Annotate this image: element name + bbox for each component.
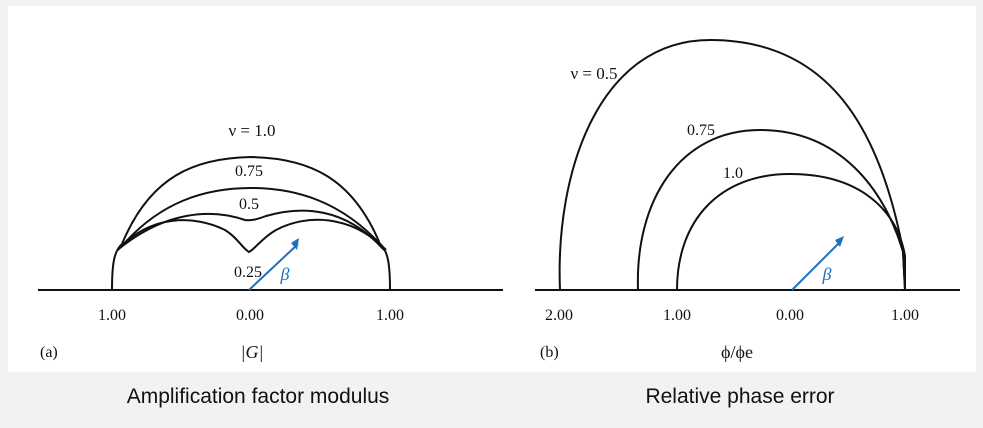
panel-b-curve-v1 xyxy=(676,172,906,291)
panel-a-curve-v075 xyxy=(121,186,383,247)
panel-b: ν = 0.5 0.75 1.0 β 2.00 1.00 0.00 1.00 (… xyxy=(535,38,960,362)
panel-a-label-v025: 0.25 xyxy=(234,264,262,281)
panel-a-beta-arrow xyxy=(248,243,299,291)
panel-b-label-v05: ν = 0.5 xyxy=(570,64,617,83)
panel-b-beta-arrowhead xyxy=(835,236,844,247)
panel-b-curve-v075 xyxy=(636,128,906,291)
panel-a-tag: (a) xyxy=(40,344,58,361)
panel-b-beta-symbol: β xyxy=(822,264,832,284)
panel-a-beta-symbol: β xyxy=(280,264,290,284)
caption-panel-b: Relative phase error xyxy=(645,385,834,408)
panel-a-label-v075: 0.75 xyxy=(235,163,263,180)
panel-a-tick-right: 1.00 xyxy=(376,307,404,324)
panel-b-tag: (b) xyxy=(540,344,559,361)
panel-a-axis-label: |G| xyxy=(241,342,264,362)
caption-panel-a: Amplification factor modulus xyxy=(127,385,390,408)
panel-a-curve-v05 xyxy=(119,209,385,251)
panel-a-label-v05: 0.5 xyxy=(239,196,259,213)
panel-b-curve-v05 xyxy=(558,38,906,291)
plot-area xyxy=(8,6,976,372)
panel-a-curve-v025 xyxy=(117,218,387,254)
panel-a-beta-arrowhead xyxy=(291,238,299,250)
panel-b-tick-1: 1.00 xyxy=(663,307,691,324)
panel-b-axis-label: ϕ/ϕe xyxy=(721,342,753,362)
panel-b-tick-2: 2.00 xyxy=(545,307,573,324)
panel-a: ν = 1.0 0.75 0.5 0.25 β 1.00 0.00 1.00 (… xyxy=(38,121,503,362)
panel-a-tick-left: 1.00 xyxy=(98,307,126,324)
panel-b-tick-0: 0.00 xyxy=(776,307,804,324)
panel-b-beta-arrow xyxy=(791,241,841,291)
panel-a-tick-center: 0.00 xyxy=(236,307,264,324)
panel-b-label-v075: 0.75 xyxy=(687,122,715,139)
panel-b-label-v1: 1.0 xyxy=(723,165,743,182)
panel-b-tick-right: 1.00 xyxy=(891,307,919,324)
panel-a-label-v1: ν = 1.0 xyxy=(228,121,275,140)
